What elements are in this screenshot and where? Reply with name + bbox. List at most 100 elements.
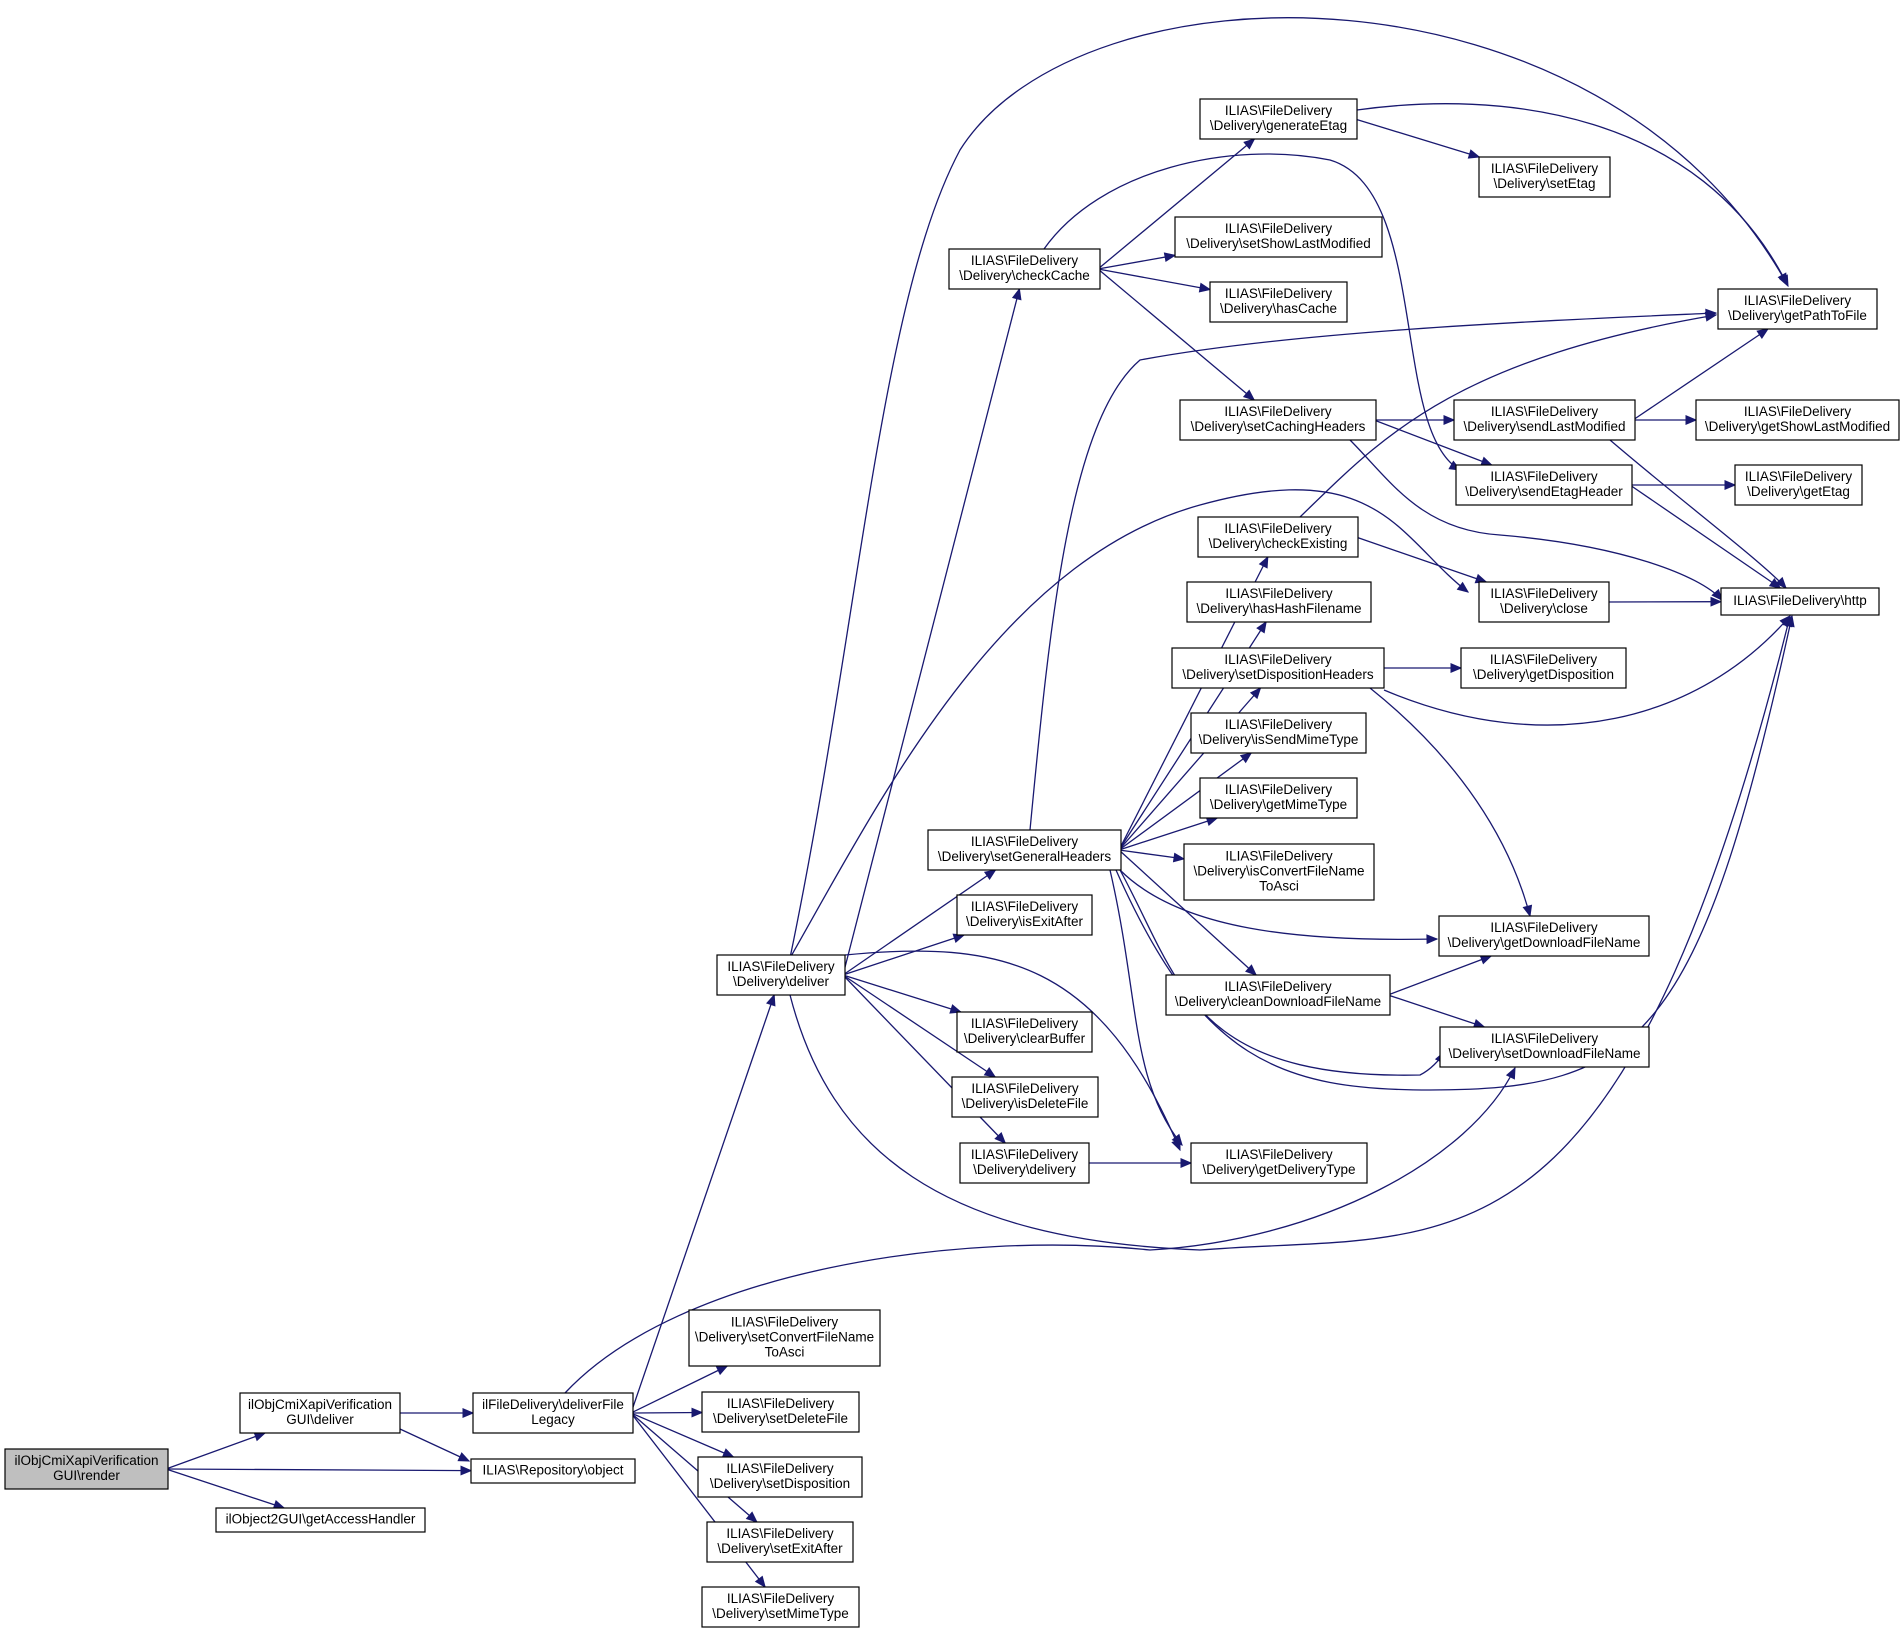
node-box <box>1460 647 1627 689</box>
node-sendEtagHeader[interactable]: ILIAS\FileDelivery\Delivery\sendEtagHead… <box>1455 464 1633 506</box>
edge-deliverFileLegacy-to-setDownloadFileName <box>564 1066 1516 1394</box>
node-getMimeType[interactable]: ILIAS\FileDelivery\Delivery\getMimeType <box>1199 777 1358 819</box>
node-delivery[interactable]: ILIAS\FileDelivery\Delivery\delivery <box>959 1142 1090 1184</box>
edge-line <box>1373 419 1492 466</box>
node-getPathToFile[interactable]: ILIAS\FileDelivery\Delivery\getPathToFil… <box>1717 288 1878 330</box>
node-isDeleteFile[interactable]: ILIAS\FileDelivery\Delivery\isDeleteFile <box>951 1076 1099 1118</box>
node-setConvertFileNameToAsci[interactable]: ILIAS\FileDelivery\Delivery\setConvertFi… <box>688 1309 881 1367</box>
node-repoObject[interactable]: ILIAS\Repository\object <box>470 1458 636 1484</box>
node-label-line: ILIAS\FileDelivery <box>1225 586 1333 601</box>
node-label-line: \Delivery\setConvertFileName <box>695 1330 874 1345</box>
node-setEtag[interactable]: ILIAS\FileDelivery\Delivery\setEtag <box>1478 156 1611 198</box>
edge-arrowhead <box>1426 934 1439 945</box>
edge-deliverFileLegacy-to-setDisposition <box>630 1412 735 1458</box>
node-label-line: \Delivery\clearBuffer <box>964 1031 1086 1046</box>
node-getDownloadFileName[interactable]: ILIAS\FileDelivery\Delivery\getDownloadF… <box>1438 915 1650 957</box>
node-setMimeType[interactable]: ILIAS\FileDelivery\Delivery\setMimeType <box>701 1586 860 1628</box>
node-isSendMimeType[interactable]: ILIAS\FileDelivery\Delivery\isSendMimeTy… <box>1190 712 1367 754</box>
node-box <box>706 1521 854 1563</box>
node-setDisposition[interactable]: ILIAS\FileDelivery\Delivery\setDispositi… <box>697 1456 863 1498</box>
edge-arrowhead <box>1243 138 1256 150</box>
edge-line <box>630 1411 703 1414</box>
edge-setGeneralHeaders-to-getDownloadFileName <box>1119 869 1439 945</box>
node-checkExisting[interactable]: ILIAS\FileDelivery\Delivery\checkExistin… <box>1197 516 1359 558</box>
node-box <box>701 1391 860 1433</box>
node-label-line: \Delivery\getShowLastModified <box>1705 419 1890 434</box>
node-clearBuffer[interactable]: ILIAS\FileDelivery\Delivery\clearBuffer <box>956 1011 1093 1053</box>
node-cleanDownloadFileName[interactable]: ILIAS\FileDelivery\Delivery\cleanDownloa… <box>1165 974 1391 1016</box>
edge-setGeneralHeaders-to-getPathToFile <box>1029 308 1718 831</box>
node-http[interactable]: ILIAS\FileDelivery\http <box>1720 587 1880 616</box>
edge-line <box>789 17 1788 959</box>
node-box <box>4 1448 169 1490</box>
edge-arrowhead <box>1775 576 1787 589</box>
edge-arrowhead <box>1724 480 1737 490</box>
edge-line <box>1118 849 1257 976</box>
edge-line <box>1109 869 1183 1146</box>
edge-arrowhead <box>1172 852 1186 863</box>
edge-line <box>165 1468 472 1472</box>
edge-arrowhead <box>457 1452 471 1462</box>
node-deliver[interactable]: ILIAS\FileDelivery\Delivery\deliver <box>716 954 846 996</box>
node-sendLastModified[interactable]: ILIAS\FileDelivery\Delivery\sendLastModi… <box>1453 399 1636 441</box>
node-label-line: \Delivery\hasHashFilename <box>1196 601 1361 616</box>
node-hasCache[interactable]: ILIAS\FileDelivery\Delivery\hasCache <box>1209 281 1348 323</box>
edge-line <box>842 869 996 976</box>
node-box <box>927 829 1122 871</box>
edge-cleanDownloadFileName-to-setDownloadFileName <box>1387 994 1486 1029</box>
edge-generateEtag-to-getPathToFile <box>1356 103 1789 288</box>
node-getShowLastModified[interactable]: ILIAS\FileDelivery\Delivery\getShowLastM… <box>1695 399 1900 441</box>
edge-arrowhead <box>994 1132 1007 1144</box>
node-label-line: ILIAS\FileDelivery <box>1224 521 1332 536</box>
node-generateEtag[interactable]: ILIAS\FileDelivery\Delivery\generateEtag <box>1199 98 1358 140</box>
node-box <box>701 1586 860 1628</box>
node-label-line: \Delivery\getDeliveryType <box>1202 1162 1355 1177</box>
node-isExitAfter[interactable]: ILIAS\FileDelivery\Delivery\isExitAfter <box>956 894 1093 936</box>
node-getAccessHandler[interactable]: ilObject2GUI\getAccessHandler <box>215 1507 426 1533</box>
node-setShowLastModified[interactable]: ILIAS\FileDelivery\Delivery\setShowLastM… <box>1174 216 1383 258</box>
edge-line <box>1118 817 1218 851</box>
node-box <box>472 1392 634 1434</box>
node-box <box>1190 712 1367 754</box>
node-label-line: ILIAS\FileDelivery <box>727 1396 835 1411</box>
node-setCachingHeaders[interactable]: ILIAS\FileDelivery\Delivery\setCachingHe… <box>1179 399 1377 441</box>
edge-line <box>630 994 775 1414</box>
edge-arrowhead <box>1256 620 1267 634</box>
node-box <box>239 1392 401 1434</box>
node-setDispositionHeaders[interactable]: ILIAS\FileDelivery\Delivery\setDispositi… <box>1171 647 1385 689</box>
edge-arrowhead <box>766 993 776 1007</box>
node-close[interactable]: ILIAS\FileDelivery\Delivery\close <box>1478 581 1610 623</box>
edge-render-to-getAccessHandler <box>165 1468 286 1510</box>
node-getDisposition[interactable]: ILIAS\FileDelivery\Delivery\getDispositi… <box>1460 647 1627 689</box>
node-setGeneralHeaders[interactable]: ILIAS\FileDelivery\Delivery\setGeneralHe… <box>927 829 1122 871</box>
edge-delivery-to-getDeliveryType <box>1087 1158 1193 1168</box>
edge-line <box>1632 328 1769 421</box>
edge-cleanDownloadFileName-to-getDownloadFileName <box>1387 955 1493 996</box>
node-getEtag[interactable]: ILIAS\FileDelivery\Delivery\getEtag <box>1734 464 1863 506</box>
node-label-line: ILIAS\FileDelivery <box>971 1081 1079 1096</box>
node-checkCache[interactable]: ILIAS\FileDelivery\Delivery\checkCache <box>948 248 1101 290</box>
node-setExitAfter[interactable]: ILIAS\FileDelivery\Delivery\setExitAfter <box>706 1521 854 1563</box>
node-label-line: ILIAS\FileDelivery <box>727 959 835 974</box>
node-setDeleteFile[interactable]: ILIAS\FileDelivery\Delivery\setDeleteFil… <box>701 1391 860 1433</box>
edge-arrowhead <box>1171 1133 1183 1147</box>
edge-arrowhead <box>1467 149 1481 159</box>
edge-setGeneralHeaders-to-isConvertFileNameToAsci <box>1118 849 1186 863</box>
edge-setGeneralHeaders-to-setDispositionHeaders <box>1118 687 1262 851</box>
edge-arrowhead <box>754 1575 766 1589</box>
edge-setCachingHeaders-to-http <box>1349 439 1723 601</box>
edge-checkCache-to-hasCache <box>1097 268 1212 293</box>
edge-arrowhead <box>1768 577 1782 589</box>
edge-line <box>1369 687 1531 917</box>
edge-setGeneralHeaders-to-isSendMimeType <box>1118 752 1253 851</box>
node-isConvertFileNameToAsci[interactable]: ILIAS\FileDelivery\Delivery\isConvertFil… <box>1183 843 1375 901</box>
node-label-line: ILIAS\FileDelivery <box>726 1461 834 1476</box>
node-hasHashFilename[interactable]: ILIAS\FileDelivery\Delivery\hasHashFilen… <box>1186 581 1372 623</box>
node-getDeliveryType[interactable]: ILIAS\FileDelivery\Delivery\getDeliveryT… <box>1190 1142 1368 1184</box>
node-setDownloadFileName[interactable]: ILIAS\FileDelivery\Delivery\setDownloadF… <box>1439 1026 1650 1068</box>
